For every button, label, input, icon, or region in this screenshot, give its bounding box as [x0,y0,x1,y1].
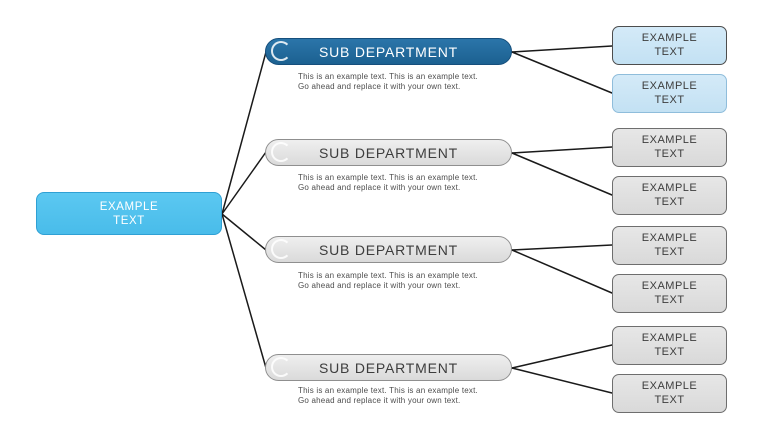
example-node-label-line1: EXAMPLE [641,134,698,146]
description-line1: This is an example text. This is an exam… [298,173,478,182]
description-line1: This is an example text. This is an exam… [298,386,478,395]
department-description-3: This is an example text. This is an exam… [298,271,518,291]
example-node-label-line2: TEXT [654,393,685,406]
example-node-label-line1: EXAMPLE [641,32,698,44]
example-node-label-line1: EXAMPLE [641,232,698,244]
example-node-label-line1: EXAMPLE [641,332,698,344]
example-node-4b: EXAMPLE TEXT [612,374,727,413]
description-line2: Go ahead and replace it with your own te… [298,281,461,290]
description-line1: This is an example text. This is an exam… [298,72,478,81]
example-node-1b: EXAMPLE TEXT [612,74,727,113]
description-line2: Go ahead and replace it with your own te… [298,183,461,192]
sub-department-node-2: SUB DEPARTMENT [265,139,512,166]
department-description-1: This is an example text. This is an exam… [298,72,518,92]
example-node-label-line1: EXAMPLE [641,80,698,92]
example-node-4a: EXAMPLE TEXT [612,326,727,365]
sub-department-label: SUB DEPARTMENT [318,359,459,376]
example-node-label-line2: TEXT [654,345,685,358]
example-node-label-line2: TEXT [654,293,685,306]
example-node-3b: EXAMPLE TEXT [612,274,727,313]
example-node-label-line1: EXAMPLE [641,380,698,392]
example-node-label-line2: TEXT [654,93,685,106]
example-node-label-line1: EXAMPLE [641,182,698,194]
example-node-label-line2: TEXT [654,195,685,208]
sub-department-label: SUB DEPARTMENT [318,144,459,161]
root-node-label-line2: TEXT [113,214,145,227]
example-node-label-line2: TEXT [654,245,685,258]
example-node-2a: EXAMPLE TEXT [612,128,727,167]
example-node-3a: EXAMPLE TEXT [612,226,727,265]
sub-department-node-1: SUB DEPARTMENT [265,38,512,65]
example-node-label-line2: TEXT [654,45,685,58]
example-node-1a: EXAMPLE TEXT [612,26,727,65]
sub-department-label: SUB DEPARTMENT [318,241,459,258]
sub-department-node-3: SUB DEPARTMENT [265,236,512,263]
example-node-2b: EXAMPLE TEXT [612,176,727,215]
root-node-label-line1: EXAMPLE [99,200,159,213]
department-description-2: This is an example text. This is an exam… [298,173,518,193]
root-node: EXAMPLE TEXT [36,192,222,235]
pill-arc-decoration [271,357,291,377]
pill-arc-decoration [271,41,291,61]
sub-department-label: SUB DEPARTMENT [318,43,459,60]
sub-department-node-4: SUB DEPARTMENT [265,354,512,381]
example-node-label-line2: TEXT [654,147,685,160]
description-line1: This is an example text. This is an exam… [298,271,478,280]
example-node-label-line1: EXAMPLE [641,280,698,292]
pill-arc-decoration [271,142,291,162]
pill-arc-decoration [271,239,291,259]
description-line2: Go ahead and replace it with your own te… [298,396,461,405]
department-description-4: This is an example text. This is an exam… [298,386,518,406]
description-line2: Go ahead and replace it with your own te… [298,82,461,91]
